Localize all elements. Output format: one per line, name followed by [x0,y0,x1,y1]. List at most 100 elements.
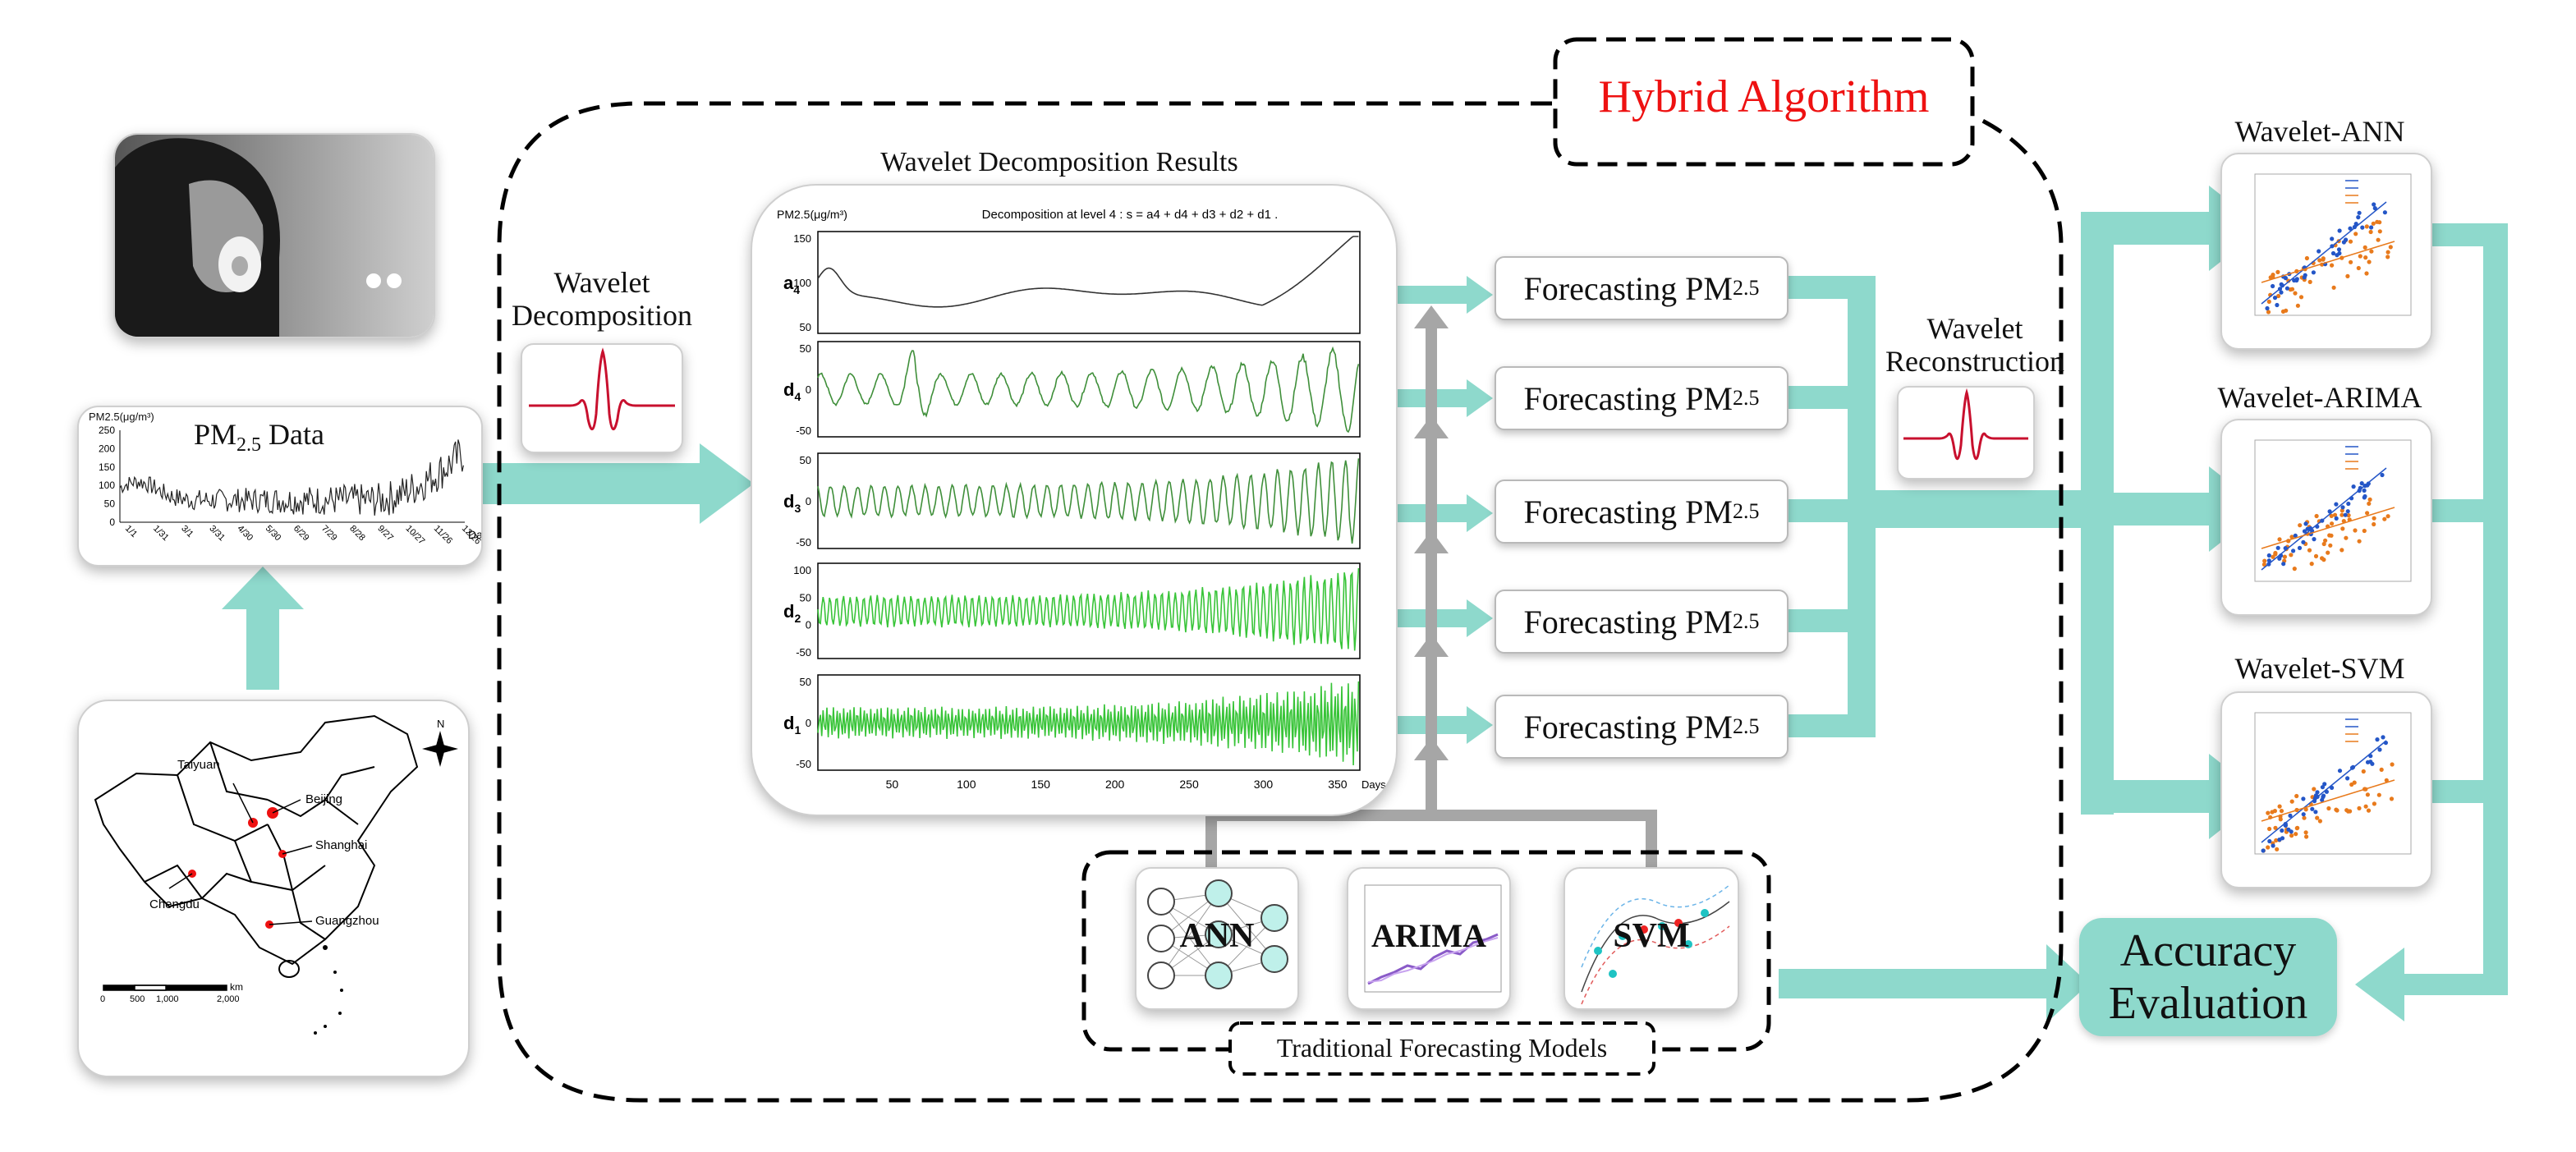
scatter-point-orange [2384,778,2389,783]
scatter-point-blue [2356,215,2361,220]
decomp-x-axis-label: Days [1361,778,1386,791]
scatter-point-blue [2337,769,2343,773]
decomp-signal-d1 [817,681,1360,766]
scatter-point-orange [2266,310,2271,314]
scatter-point-blue [2360,225,2365,230]
scatter-point-blue [2345,776,2350,781]
pm-x-tick: 11/26 [432,524,454,546]
scatter-point-orange [2361,769,2366,774]
decomp-signal-d3 [817,458,1360,544]
ann-model-card: ANN [1135,867,1299,1010]
scatter-point-orange [2369,249,2374,254]
scatter-point-blue [2297,545,2303,550]
scatter-point-orange [2329,533,2334,538]
scatter-point-blue [2291,548,2296,553]
scatter-point-orange [2344,535,2349,540]
scatter-point-orange [2340,508,2344,513]
scatter-point-blue [2336,247,2342,252]
scatter-point-blue [2337,228,2342,233]
decomp-x-tick: 200 [1105,778,1125,791]
scatter-point-orange [2270,810,2275,815]
scatter-point-orange [2304,255,2309,261]
decomposition-chart: PM2.5(μg/m³)Decomposition at level 4 : s… [777,208,1386,791]
scatter-point-orange [2357,539,2362,544]
scatter-point-blue [2292,278,2297,283]
scatter-point-orange [2367,497,2372,502]
arima-label: ARIMA [1371,917,1486,954]
pm-x-tick: 4/30 [236,524,255,544]
north-label: N [437,718,444,730]
scatter-point-blue [2317,249,2321,254]
decomp-header: Decomposition at level 4 : s = a4 + d4 +… [982,208,1279,222]
scatter-point-orange [2329,513,2334,518]
scatter-point-orange [2389,796,2395,801]
pm-y-tick: 250 [99,425,115,436]
scatter-point-blue [2283,823,2288,828]
scatter-point-orange [2372,516,2376,521]
scatter-point-blue [2377,747,2382,752]
scatter-point-blue [2375,737,2380,742]
scatter-point-blue [2272,296,2278,301]
scatter-point-orange [2326,550,2330,555]
scatter-fit-blue [2261,467,2387,571]
arima-model-card: ARIMA [1347,867,1511,1010]
scatter-point-blue [2261,848,2266,853]
scatter-point-blue [2380,472,2385,478]
scatter-point-orange [2294,832,2298,837]
scatter-point-blue [2362,488,2367,493]
scatter-point-blue [2275,545,2280,550]
scatter-point-orange [2274,838,2279,843]
scatter-point-orange [2309,562,2314,567]
decomp-y-tick: 150 [793,232,811,245]
scatter-point-blue [2330,236,2335,241]
scatter-point-orange [2315,815,2320,820]
decomp-x-tick: 150 [1031,778,1051,791]
scatter-point-orange [2312,787,2317,792]
decomp-signal-d4 [817,346,1360,434]
scatter-point-blue [2266,553,2271,558]
scatter-point-orange [2277,804,2282,809]
scatter-point-orange [2345,273,2350,278]
pm-data-title: PM2.5 Data [194,418,324,457]
scatter-point-orange [2356,265,2361,271]
scatter-point-orange [2321,257,2326,262]
scatter-point-orange [2346,513,2351,518]
pm-x-tick: 10/27 [404,524,427,547]
svm-label: SVM [1613,917,1690,955]
pm-x-tick: 7/29 [319,524,339,544]
scatter-point-orange [2317,819,2322,824]
scatter-point-blue [2346,501,2351,507]
scatter-point-blue [2340,505,2345,510]
scatter-point-orange [2346,809,2351,814]
svg-text:2,000: 2,000 [217,994,240,1004]
scatter-point-orange [2340,512,2344,517]
scatter-point-blue [2303,521,2308,526]
wavelet-reconstruction-label: Wavelet Reconstruction [1885,312,2064,378]
pm-data-unit-label: PM2.5(μg/m³) [89,411,154,423]
scatter-point-orange [2340,548,2344,553]
scatter-point-orange [2277,537,2282,542]
decomp-y-tick: 50 [800,591,811,604]
decomp-panel-label: d2 [783,601,801,625]
scatter-point-orange [2298,523,2303,528]
wavelet-reconstruction-icon [1897,386,2035,480]
scatter-point-blue [2337,250,2342,256]
scatter-point-orange [2385,514,2390,519]
scatter-point-orange [2334,807,2339,812]
pm-y-tick: 150 [99,461,115,473]
wavelet-decomposition-icon [521,343,683,453]
pm-x-tick: 1/31 [151,524,171,544]
decomp-signal-a4 [817,236,1359,308]
pm-y-tick: 200 [99,443,115,454]
decomp-y-tick: -50 [796,646,811,659]
pm-x-tick: 6/29 [292,524,311,544]
scatter-point-orange [2289,535,2294,539]
decomp-y-tick: -50 [796,536,811,548]
scatter-point-blue [2366,481,2371,486]
scatter-point-orange [2365,511,2370,516]
scatter-point-orange [2293,291,2298,296]
